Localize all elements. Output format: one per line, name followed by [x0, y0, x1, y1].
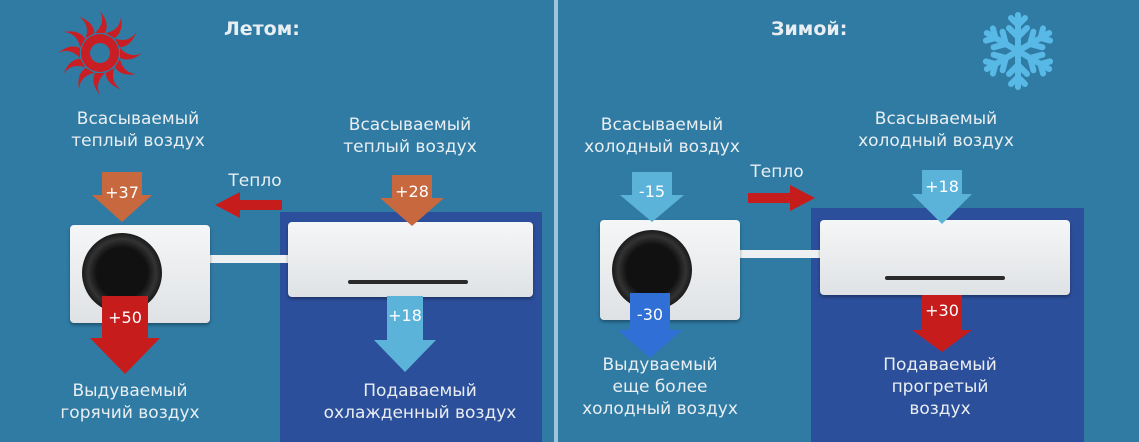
winter-outdoor-in-temp: -15: [638, 182, 666, 201]
sun-ray: [105, 67, 121, 90]
snowflake-arm: [982, 25, 1021, 54]
winter-indoor-unit: [820, 220, 1070, 295]
sun-ray: [63, 58, 86, 74]
sun-ray: [78, 67, 95, 90]
winter-indoor-out-temp: +30: [925, 301, 959, 320]
winter-indoor-grille: [885, 276, 1005, 280]
snowflake-arm: [1006, 12, 1030, 54]
snowflake-arm: [982, 48, 1021, 77]
snowflake-arm: [1015, 48, 1054, 77]
winter-heat-label: Тепло: [750, 162, 804, 182]
sun-ray: [63, 31, 86, 48]
summer-indoor-out-temp: +18: [388, 306, 422, 325]
snowflake-icon: [982, 12, 1054, 90]
sun-ray: [93, 73, 105, 95]
summer-outdoor-out-temp: +50: [108, 308, 142, 327]
sun-ray: [95, 11, 107, 33]
winter-outdoor-intake-arrow: [620, 172, 684, 222]
summer-indoor-grille: [348, 280, 468, 284]
sun-ray: [114, 32, 137, 48]
winter-indoor-intake-arrow: [912, 170, 972, 224]
summer-indoor-intake-arrow: [380, 175, 444, 226]
summer-heat-arrow: [215, 192, 282, 218]
winter-indoor-supply-arrow: [912, 295, 972, 352]
summer-heat-label: Тепло: [228, 171, 282, 191]
sun-ray: [105, 16, 122, 39]
summer-outdoor-exhaust-arrow: [90, 296, 160, 374]
summer-title: Летом:: [224, 18, 300, 40]
winter-title: Зимой:: [771, 18, 848, 40]
sun-ray: [114, 58, 137, 75]
summer-indoor-in-temp: +28: [395, 182, 429, 201]
sun-ray: [79, 16, 95, 39]
sun-ray: [58, 46, 80, 58]
summer-outdoor-intake-arrow: [92, 172, 152, 222]
winter-pipe: [735, 250, 825, 258]
winter-outdoor-exhaust-arrow: [618, 293, 682, 358]
snowflake-arm: [1006, 48, 1030, 90]
winter-outdoor-out-temp: -30: [636, 305, 664, 324]
divider: [554, 0, 558, 442]
summer-pipe: [205, 255, 295, 263]
winter-indoor-in-temp: +18: [925, 177, 959, 196]
summer-indoor-unit: [288, 222, 533, 297]
winter-heat-arrow: [748, 185, 815, 211]
summer-outdoor-unit: [70, 225, 210, 323]
sun-icon: [58, 11, 142, 95]
summer-outdoor-in-temp: +37: [105, 183, 139, 202]
summer-indoor-supply-arrow: [374, 296, 436, 372]
snowflake-arm: [1015, 25, 1054, 54]
sun-ray: [120, 48, 142, 60]
